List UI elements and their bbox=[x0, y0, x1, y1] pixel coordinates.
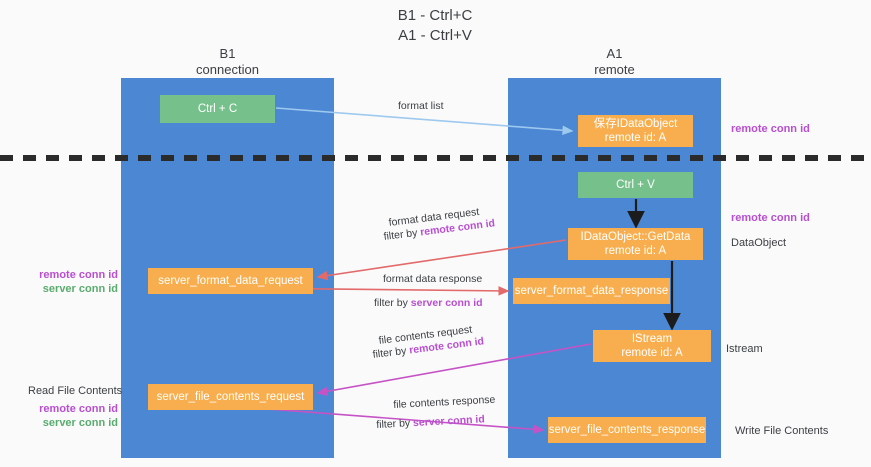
filter-prefix: filter by bbox=[372, 344, 410, 361]
lane-title-b1: B1 connection bbox=[196, 46, 259, 77]
filter-prefix: filter by bbox=[376, 417, 414, 431]
filter-prefix: filter by bbox=[374, 297, 411, 309]
filter-key-server-conn-id: server conn id bbox=[412, 413, 486, 430]
annotation-right-dataobject: DataObject bbox=[731, 237, 787, 249]
annotation-right-istream: Istream bbox=[726, 343, 763, 355]
edge-label-format-data-response-filter: filter by server conn id bbox=[374, 297, 483, 310]
filter-key-server-conn-id: server conn id bbox=[410, 297, 483, 309]
node-server-format-data-request[interactable]: server_format_data_request bbox=[148, 268, 313, 294]
node-ctrl-c[interactable]: Ctrl + C bbox=[160, 95, 275, 123]
node-ctrl-v[interactable]: Ctrl + V bbox=[578, 172, 693, 198]
node-save-idataobject[interactable]: 保存IDataObject remote id: A bbox=[578, 115, 693, 147]
node-istream[interactable]: IStream remote id: A bbox=[593, 330, 711, 362]
lane-title-a1: A1 remote bbox=[594, 46, 635, 77]
page-title: B1 - Ctrl+C A1 - Ctrl+V bbox=[397, 7, 473, 44]
edge-label-file-contents-response-filter: filter by server conn id bbox=[376, 413, 485, 432]
node-server-format-data-response[interactable]: server_format_data_response bbox=[513, 278, 670, 304]
annotation-left-server-conn-id: server conn id bbox=[42, 283, 118, 295]
annotation-left-conn-ids: remote conn id server conn id bbox=[18, 268, 118, 296]
annotation-left-conn-ids-2: remote conn id server conn id bbox=[18, 402, 118, 430]
node-server-file-contents-request[interactable]: server_file_contents_request bbox=[148, 384, 313, 410]
annotation-right-remote-conn-id-2: remote conn id bbox=[731, 212, 810, 224]
edge-label-format-list: format list bbox=[398, 100, 444, 112]
annotation-right-write-file-contents: Write File Contents bbox=[735, 425, 829, 437]
phase-divider bbox=[0, 155, 871, 161]
edge-label-format-data-response: format data response bbox=[383, 273, 483, 285]
node-server-file-contents-response[interactable]: server_file_contents_response bbox=[548, 417, 706, 443]
annotation-left-read-file-contents: Read File Contents bbox=[28, 385, 123, 397]
annotation-right-remote-conn-id-1: remote conn id bbox=[731, 123, 810, 135]
edge-label-file-contents-response: file contents response bbox=[393, 393, 496, 411]
annotation-left-remote-conn-id-2: remote conn id bbox=[39, 403, 118, 415]
annotation-left-server-conn-id-2: server conn id bbox=[42, 417, 118, 429]
annotation-left-remote-conn-id: remote conn id bbox=[39, 269, 118, 281]
node-idataobject-getdata[interactable]: IDataObject::GetData remote id: A bbox=[568, 228, 703, 260]
